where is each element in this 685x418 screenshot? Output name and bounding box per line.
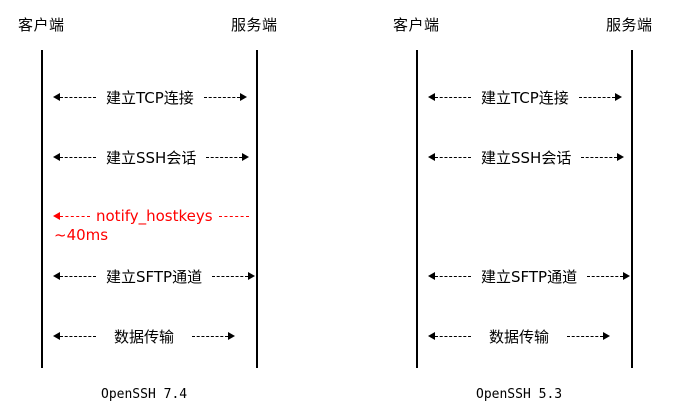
arrow-right-icon [587,272,630,280]
message-notify-hostkeys: notify_hostkeys [53,205,249,227]
arrow-right-icon [203,93,247,101]
version-label: OpenSSH 7.4 [101,387,188,402]
arrow-left-icon [53,93,96,101]
message-ssh-session: 建立SSH会话 [428,146,624,168]
dash-line [218,215,249,217]
arrow-right-icon [212,272,255,280]
message-label: 建立SSH会话 [481,148,572,167]
message-tcp-connect: 建立TCP连接 [428,86,622,108]
arrow-right-icon [192,332,235,340]
client-label: 客户端 [393,16,440,34]
message-sftp-channel: 建立SFTP通道 [53,265,255,287]
message-sftp-channel: 建立SFTP通道 [428,265,630,287]
message-data-transfer: 数据传输 [428,325,610,347]
arrow-right-icon [567,332,610,340]
message-label: 建立SSH会话 [106,148,197,167]
arrow-left-icon [428,93,471,101]
version-label: OpenSSH 5.3 [476,387,563,402]
arrow-right-icon [206,153,249,161]
arrow-left-icon [428,272,471,280]
arrow-left-icon [428,332,471,340]
client-lifeline [416,50,418,368]
message-label: 建立TCP连接 [106,88,194,107]
sequence-diagram-openssh-5-3: 客户端 服务端 建立TCP连接 建立SSH会话 建立SFTP通道 数据传输 Op… [375,0,685,418]
message-label: notify_hostkeys [96,207,213,225]
message-data-transfer: 数据传输 [53,325,235,347]
message-ssh-session: 建立SSH会话 [53,146,249,168]
server-label: 服务端 [231,16,278,34]
message-label: 建立SFTP通道 [106,267,203,286]
message-label: 建立TCP连接 [481,88,569,107]
arrow-right-icon [578,93,622,101]
message-label: 数据传输 [489,327,550,346]
message-label: 建立SFTP通道 [481,267,578,286]
server-lifeline [631,50,633,368]
arrow-left-icon [53,153,96,161]
arrow-left-icon [428,153,471,161]
server-lifeline [256,50,258,368]
latency-note: ~40ms [54,226,109,244]
arrow-right-icon [581,153,624,161]
message-label: 数据传输 [114,327,175,346]
server-label: 服务端 [606,16,653,34]
sequence-diagram-openssh-7-4: 客户端 服务端 建立TCP连接 建立SSH会话 notify_hostkeys … [0,0,340,418]
arrow-left-icon [53,332,96,340]
client-lifeline [41,50,43,368]
client-label: 客户端 [18,16,65,34]
arrow-left-icon [53,212,90,220]
arrow-left-icon [53,272,96,280]
message-tcp-connect: 建立TCP连接 [53,86,247,108]
